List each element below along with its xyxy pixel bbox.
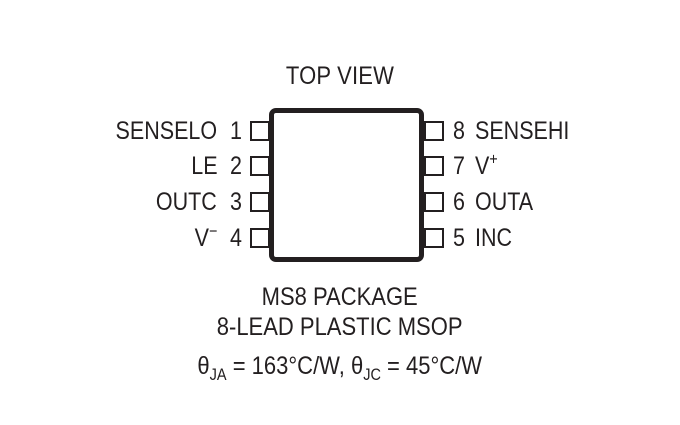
pin-number-4: 4 bbox=[230, 223, 242, 252]
pin-label-8: SENSEHI bbox=[474, 116, 570, 145]
pin-row-left-4: V− 4 bbox=[60, 222, 270, 252]
pin-box-2 bbox=[250, 156, 270, 176]
pin-row-left-3: OUTC 3 bbox=[60, 187, 270, 216]
pin-box-4 bbox=[250, 228, 270, 248]
pin-number-1: 1 bbox=[230, 116, 242, 145]
pin-row-right-5: 5 INC bbox=[424, 223, 644, 252]
pin-label-5: INC bbox=[474, 223, 512, 252]
theta-jc-value: = 45°C/W bbox=[381, 352, 483, 380]
pin-row-right-7: 7 V+ bbox=[424, 150, 644, 180]
theta-ja-subscript: JA bbox=[209, 366, 227, 384]
package-name-caption: MS8 PACKAGE bbox=[261, 283, 419, 311]
pin-label-7-sign: + bbox=[489, 150, 498, 169]
thermal-resistance-caption: θJA = 163°C/W, θJC = 45°C/W bbox=[0, 352, 680, 384]
pin-label-7: V+ bbox=[474, 150, 498, 180]
package-body-outline bbox=[269, 108, 424, 262]
pin-box-1 bbox=[250, 121, 270, 141]
theta-ja-symbol: θ bbox=[197, 352, 210, 380]
pin-label-2: LE bbox=[190, 151, 218, 180]
pin-box-7 bbox=[424, 156, 444, 176]
theta-jc-symbol: θ bbox=[351, 352, 364, 380]
pin-label-3: OUTC bbox=[156, 187, 218, 216]
package-type-caption: 8-LEAD PLASTIC MSOP bbox=[217, 313, 463, 341]
theta-ja-value: = 163°C/W, bbox=[226, 352, 352, 380]
pin-label-4: V− bbox=[194, 222, 218, 252]
pin-box-5 bbox=[424, 228, 444, 248]
pin-number-6: 6 bbox=[453, 187, 465, 216]
pin-number-5: 5 bbox=[453, 223, 465, 252]
pin-number-2: 2 bbox=[230, 151, 242, 180]
pin-row-left-1: SENSELO 1 bbox=[60, 116, 270, 145]
pin-number-8: 8 bbox=[453, 116, 465, 145]
pin-row-right-8: 8 SENSEHI bbox=[424, 116, 644, 145]
page-title: TOP VIEW bbox=[285, 62, 395, 90]
pin-label-6: OUTA bbox=[474, 187, 534, 216]
pin-row-left-2: LE 2 bbox=[60, 151, 270, 180]
pin-box-8 bbox=[424, 121, 444, 141]
pin-label-4-sign: − bbox=[208, 222, 218, 241]
theta-jc-subscript: JC bbox=[363, 366, 382, 384]
pin-number-3: 3 bbox=[230, 187, 242, 216]
pin-label-1: SENSELO bbox=[115, 116, 218, 145]
pin-number-7: 7 bbox=[453, 151, 465, 180]
pin-row-right-6: 6 OUTA bbox=[424, 187, 644, 216]
pin-box-3 bbox=[250, 192, 270, 212]
pin-box-6 bbox=[424, 192, 444, 212]
